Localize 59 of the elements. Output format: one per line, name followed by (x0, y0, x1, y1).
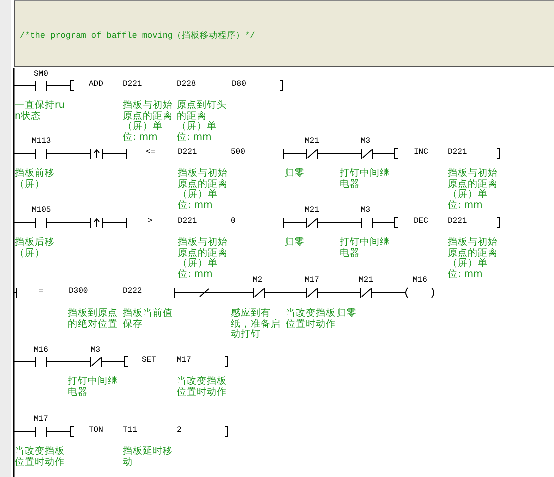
operand-label: D228 (177, 80, 196, 90)
comment-text: 一直保持run状态 (15, 101, 65, 122)
comment-text: 原点到钉头的距离（屏）单位: mm (177, 101, 227, 144)
operand-label: D221 (178, 217, 198, 227)
operator-label: > (148, 217, 153, 227)
contact-label: M17 (34, 415, 48, 425)
contact-label: M16 (34, 346, 48, 356)
contact-label: M3 (361, 137, 371, 147)
comment-text: 挡板到原点的绝对位置 (68, 309, 118, 330)
contact-label: M21 (305, 137, 320, 147)
operand-label: M17 (177, 356, 192, 366)
operator-label: = (39, 287, 44, 297)
contact-label: M2 (253, 276, 263, 286)
comment-text: 挡板延时移动 (123, 447, 173, 468)
comment-text: 挡板与初始原点的距离（屏）单位: mm (448, 238, 498, 281)
contact-label: M113 (32, 137, 52, 147)
comment-text: 感应到有纸，准备启动打钉 (231, 309, 281, 342)
operand-label: D80 (232, 80, 246, 90)
comment-text: 挡板前移（屏） (15, 169, 56, 190)
comment-text: 打钉中间继电器 (68, 377, 118, 398)
comment-text: 当改变挡板位置时动作 (177, 377, 227, 398)
contact-label: M3 (91, 346, 101, 356)
comment-text: 归零 (337, 309, 358, 320)
contact-label: M3 (361, 206, 371, 216)
operand-label: D300 (69, 287, 88, 297)
comment-text: 挡板与初始原点的距离（屏）单位: mm (178, 238, 228, 281)
instruction-label: DEC (414, 217, 428, 227)
contact-label: M105 (32, 206, 52, 216)
comment-text: 打钉中间继电器 (340, 238, 390, 260)
instruction-label: SET (142, 356, 156, 366)
operand-label: D221 (123, 80, 142, 90)
contact-label: M21 (359, 276, 374, 286)
operand-label: D221 (178, 148, 198, 158)
contact-label: M17 (305, 276, 320, 286)
instruction-label: INC (414, 148, 428, 158)
comment-text: 归零 (285, 238, 306, 249)
operand-label: 0 (231, 217, 236, 227)
comment-text: 打钉中间继电器 (340, 169, 390, 190)
operator-label: <= (146, 148, 156, 158)
operand-label: D222 (123, 287, 142, 297)
comment-text: 挡板当前值保存 (123, 309, 173, 330)
operand-label: D221 (448, 217, 468, 227)
comment-text: 挡板与初始原点的距离（屏）单位: mm (123, 101, 173, 144)
comment-text: 归零 (285, 169, 306, 180)
operand-label: D221 (448, 148, 468, 158)
comment-text: 当改变挡板位置时动作 (15, 447, 65, 468)
operand-label: 500 (231, 148, 246, 158)
contact-label: M21 (305, 206, 320, 216)
comment-text: 当改变挡板位置时动作 (286, 309, 336, 330)
instruction-label: TON (89, 426, 104, 436)
comment-text: 挡板与初始原点的距离（屏）单位: mm (178, 169, 228, 212)
comment-text: 挡板后移（屏） (15, 238, 56, 260)
comment-text: /*the program of baffle moving（挡板移动程序）*/ (20, 30, 256, 42)
operand-label: 2 (177, 426, 182, 436)
operand-label: T11 (123, 426, 138, 436)
contact-label: M16 (413, 276, 428, 286)
instruction-label: ADD (89, 80, 104, 90)
contact-label: SM0 (34, 70, 48, 80)
comment-text: 挡板与初始原点的距离（屏）单位: mm (448, 169, 498, 212)
